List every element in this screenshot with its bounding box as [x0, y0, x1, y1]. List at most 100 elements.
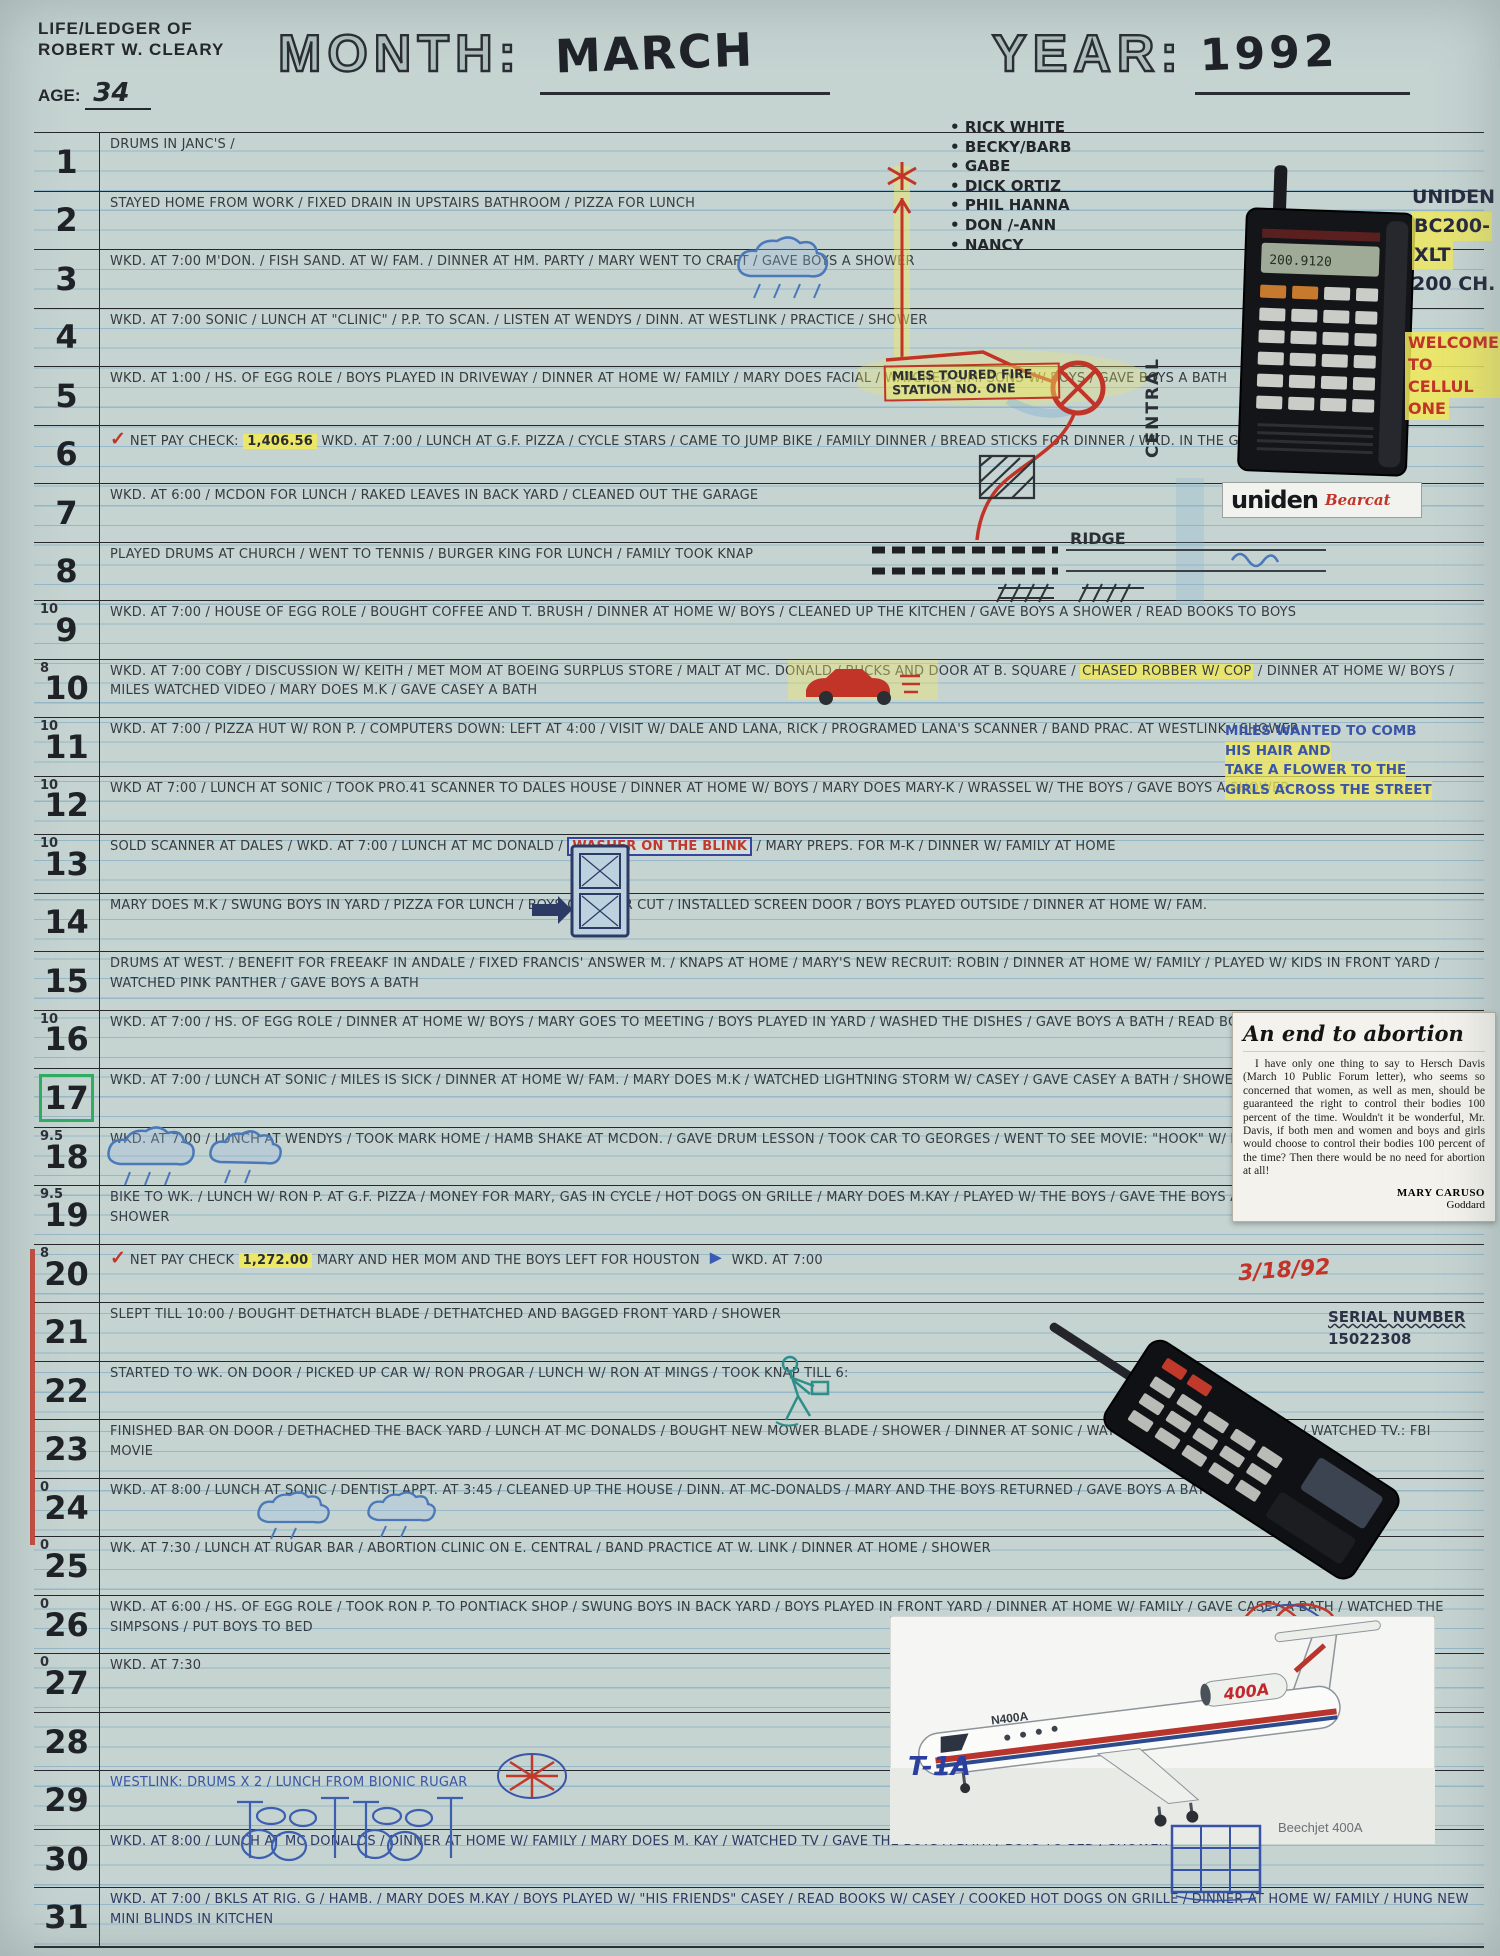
arrow-doodle-icon — [532, 896, 572, 924]
day-number: 7 — [34, 484, 100, 542]
age-value: 34 — [85, 78, 152, 110]
stick-figure-doodle — [775, 1355, 830, 1427]
hatched-block — [978, 454, 1036, 500]
note-line: GIRLS ACROSS THE STREET — [1225, 780, 1432, 801]
day-number: 23 — [34, 1420, 100, 1478]
window-grid-doodle — [1170, 1824, 1262, 1902]
rain-cloud-doodle — [107, 1126, 282, 1186]
scanner-antenna-icon — [1049, 1322, 1136, 1382]
handheld-scanner-photo — [1009, 1268, 1421, 1603]
star-scribble-doodle — [497, 1753, 567, 1799]
month-label: MONTH: — [277, 24, 522, 84]
newspaper-clipping: An end to abortion I have only one thing… — [1232, 1012, 1496, 1222]
day-number: 15 — [34, 952, 100, 1010]
ledger-header: LIFE/LEDGER OF ROBERT W. CLEARY AGE: 34 … — [0, 0, 1500, 132]
day-row-28: 28 — [34, 1711, 1484, 1771]
list-item: BECKY/BARB — [950, 138, 1072, 158]
day-entries: WKD. AT 7:00 / LUNCH AT WENDYS / TOOK MA… — [110, 1131, 1346, 1147]
map-label-ridge: RIDGE — [1070, 529, 1126, 548]
highlighted-entry: CHASED ROBBER W/ COP — [1080, 663, 1254, 679]
month-underline — [540, 92, 830, 95]
list-item: DON /-ANN — [950, 216, 1072, 236]
day-entries: STAYED HOME FROM WORK / FIXED DRAIN IN U… — [110, 195, 696, 211]
scanner-keypad — [1128, 1376, 1283, 1502]
day-entries: WESTLINK: DRUMS X 2 / LUNCH FROM BIONIC … — [110, 1775, 468, 1791]
map-label-central: CENTRAL — [1143, 357, 1163, 458]
net-pay-amount: 1,406.56 — [243, 433, 317, 449]
map-route-doodle — [887, 162, 917, 360]
day-number: 3 — [34, 250, 100, 308]
day-number: 5 — [34, 367, 100, 425]
month-value: MARCH — [554, 22, 755, 84]
day-entries: WKD. AT 8:00 / LUNCH AT SONIC / DENTIST … — [110, 1482, 1215, 1498]
blue-scribble — [1230, 552, 1280, 568]
red-car-doodle — [788, 660, 938, 705]
red-road-line — [885, 350, 1055, 384]
day-entries: WKD AT 7:00 / LUNCH AT SONIC / TOOK PRO.… — [110, 780, 1290, 796]
clipping-body: I have only one thing to say to Hersch D… — [1243, 1058, 1485, 1178]
day-number: 2 — [34, 191, 100, 250]
clipping-headline: An end to abortion — [1243, 1021, 1485, 1052]
day-number: 17 — [34, 1069, 100, 1127]
hatched-strip — [1078, 583, 1144, 603]
day-entries: FINISHED BAR ON DOOR / DETHACHED THE BAC… — [110, 1424, 1431, 1460]
day-number: 29 — [34, 1771, 100, 1829]
screen-door-doodle — [532, 844, 630, 938]
day-row-7: 7 WKD. AT 6:00 / MCDON FOR LUNCH / RAKED … — [34, 483, 1484, 542]
year-underline — [1195, 92, 1410, 95]
age-row: AGE: 34 — [38, 78, 152, 110]
list-item: RICK WHITE — [950, 118, 1072, 138]
day-entries: WKD. AT 7:00 SONIC / LUNCH AT "CLINIC" /… — [110, 312, 928, 328]
owner-block: LIFE/LEDGER OF ROBERT W. CLEARY — [38, 18, 224, 60]
day-entries: WKD. AT 6:00 / MCDON FOR LUNCH / RAKED L… — [110, 488, 759, 504]
day-entries: ✓NET PAY CHECK: 1,406.56 WKD. AT 7:00 / … — [110, 428, 1357, 450]
blue-arrow-doodle-icon: ► — [705, 1246, 726, 1269]
welcome-note: WELCOME TO CELLUL ONE — [1405, 332, 1500, 420]
day-number: 30 — [34, 1829, 100, 1888]
owner-line2: ROBERT W. CLEARY — [38, 40, 225, 59]
day-entries: ✓NET PAY CHECK 1,272.00 MARY AND HER MOM… — [110, 1246, 823, 1269]
list-item: GABE — [950, 157, 1072, 177]
miles-note: MILES WANTED TO COMB HIS HAIR AND TAKE A… — [1225, 722, 1497, 801]
hand-drawn-map: RIDGE CENTRAL — [858, 350, 1326, 604]
day-entries: SOLD SCANNER AT DALES / WKD. AT 7:00 / L… — [110, 837, 1116, 857]
day-entries: WKD. AT 7:30 — [110, 1658, 202, 1674]
day-number: 1 — [34, 133, 100, 191]
beechjet-photo: 400A N400A Beechjet 400A — [890, 1616, 1435, 1844]
day-entries: WKD. AT 7:00 / LUNCH AT SONIC / MILES IS… — [110, 1073, 1363, 1089]
list-item: DICK ORTIZ — [950, 177, 1072, 197]
list-item: NANCY — [950, 236, 1072, 256]
note-line: HIS HAIR AND — [1225, 741, 1331, 762]
day-number: 22 — [34, 1361, 100, 1420]
day-entries: WKD. AT 6:00 / HS. OF EGG ROLE / TOOK RO… — [110, 1599, 1444, 1635]
photo-caption: Beechjet 400A — [1278, 1820, 1363, 1835]
day-number: 8 — [34, 542, 100, 601]
names-list: RICK WHITE BECKY/BARB GABE DICK ORTIZ PH… — [950, 118, 1072, 255]
red-checkmark-icon: ✓ — [110, 428, 126, 450]
day-number: 6 — [34, 425, 100, 484]
day-entries: WKD. AT 7:00 / PIZZA HUT W/ RON P. / COM… — [110, 722, 1300, 738]
rain-cloud-doodle — [737, 236, 829, 299]
scanner-handwritten-notes: UNIDEN BC200- XLT 200 CH. — [1412, 186, 1496, 295]
model-wordmark: Bearcat — [1324, 491, 1391, 509]
